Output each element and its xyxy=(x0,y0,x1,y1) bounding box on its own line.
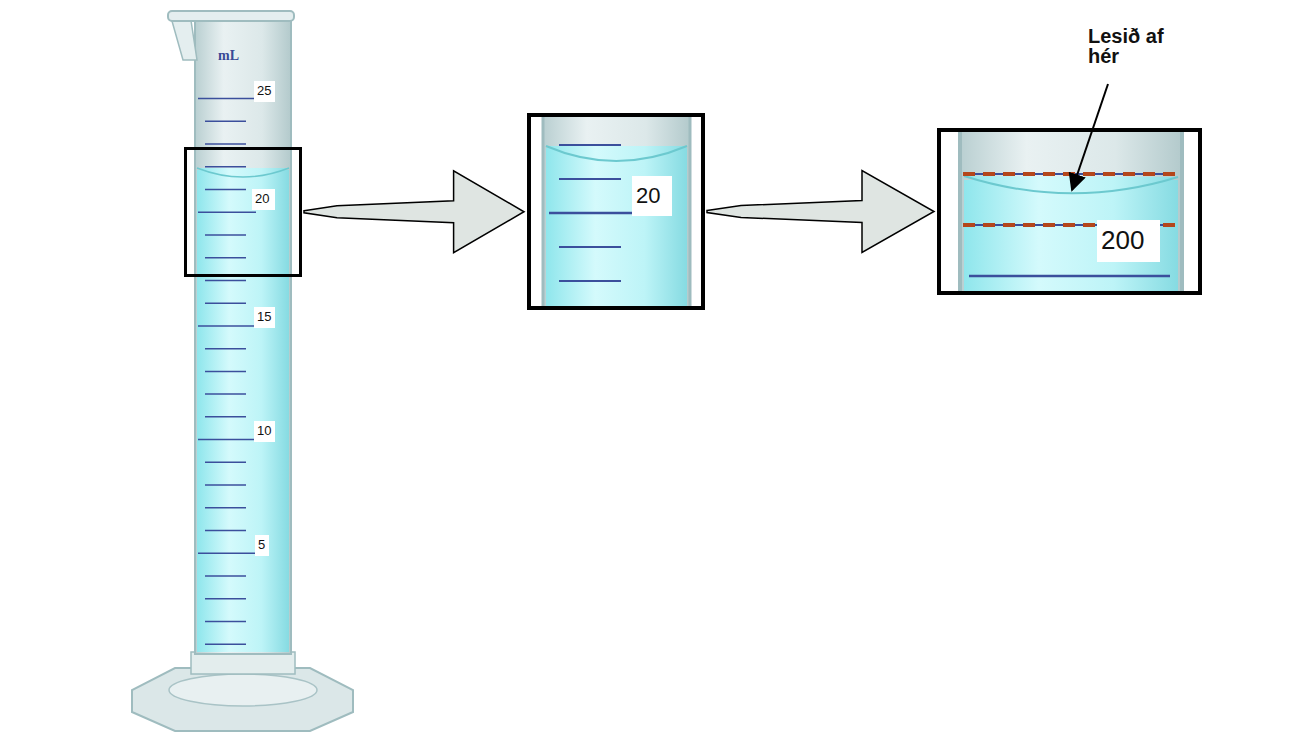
block-arrow xyxy=(707,171,934,253)
scale-tick xyxy=(205,234,246,236)
scale-ticks xyxy=(549,145,632,281)
scale-tick xyxy=(205,575,246,577)
scale-number: 10 xyxy=(254,421,275,442)
scale-ticks xyxy=(198,99,256,645)
detail-tube xyxy=(960,132,1182,291)
scale-tick xyxy=(205,621,246,623)
scale-tick xyxy=(205,371,246,373)
graduated-cylinder xyxy=(132,11,353,731)
zoom-meniscus xyxy=(546,146,687,161)
callout-text: Lesið af hér xyxy=(1088,26,1198,66)
unit-label: mL xyxy=(218,48,239,63)
cylinder-liquid xyxy=(197,170,289,652)
detail-liquid xyxy=(964,180,1178,291)
scale-tick xyxy=(205,507,246,509)
reading-line xyxy=(963,172,1180,176)
scale-tick xyxy=(198,211,256,213)
zoom-view xyxy=(543,117,690,306)
zoom-tube xyxy=(543,117,690,306)
scale-tick xyxy=(559,246,621,248)
zoom-frame: 200 xyxy=(937,128,1202,295)
scale-tick xyxy=(205,416,246,418)
scale-number: 20 xyxy=(632,176,672,216)
scale-number: 200 xyxy=(1097,220,1160,262)
scale-tick xyxy=(205,393,246,395)
scale-number: 25 xyxy=(254,81,275,102)
scale-tick xyxy=(549,212,632,215)
scale-number: 20 xyxy=(252,189,275,210)
scale-tick xyxy=(559,178,621,180)
scale-tick xyxy=(205,598,246,600)
scale-tick xyxy=(198,325,256,327)
cylinder-foot xyxy=(191,652,295,674)
cylinder-base-top xyxy=(169,674,317,706)
scale-tick xyxy=(205,280,246,282)
scale-tick xyxy=(205,462,246,464)
cylinder-base xyxy=(132,668,353,731)
scale-tick xyxy=(559,280,621,282)
zoom-frame: 20 xyxy=(184,147,302,277)
scale-tick xyxy=(205,143,246,145)
detail-view xyxy=(960,132,1182,291)
scale-tick xyxy=(198,553,256,555)
scale-tick xyxy=(205,644,246,646)
cylinder-meniscus xyxy=(197,168,289,177)
detail-meniscus xyxy=(964,176,1178,193)
zoom-frame: 20 xyxy=(527,113,705,310)
scale-tick xyxy=(205,348,246,350)
scale-tick xyxy=(559,144,621,146)
scale-tick xyxy=(205,257,246,259)
scale-line xyxy=(969,275,1170,278)
cylinder-tube xyxy=(195,18,291,654)
cylinder-lip xyxy=(168,11,294,21)
scale-tick xyxy=(205,302,246,304)
scale-tick xyxy=(205,530,246,532)
scale-tick xyxy=(205,484,246,486)
scale-number: 5 xyxy=(255,535,269,556)
block-arrow xyxy=(304,171,524,253)
scale-tick xyxy=(198,439,256,441)
zoom-liquid xyxy=(546,148,687,306)
scale-tick xyxy=(205,120,246,122)
scale-number: 15 xyxy=(254,307,275,328)
scale-tick xyxy=(205,166,246,168)
scale-tick xyxy=(205,189,246,191)
scale-tick xyxy=(198,98,256,100)
leader-line xyxy=(1072,84,1108,190)
